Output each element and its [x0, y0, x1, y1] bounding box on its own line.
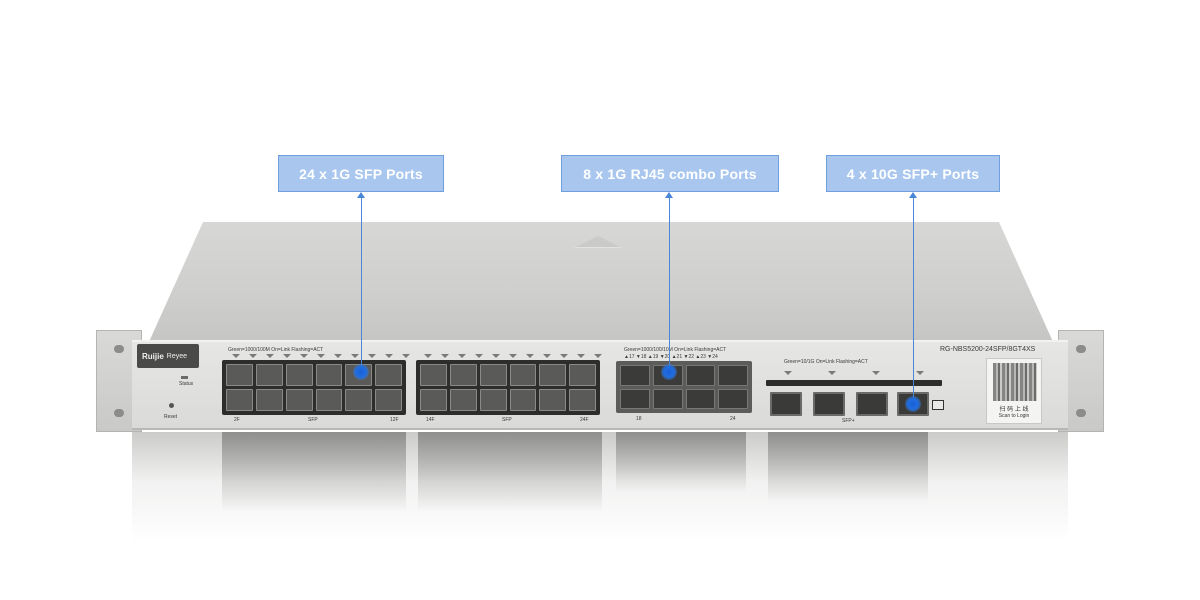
sfpplus-led-row [784, 371, 924, 375]
sfp-hotspot[interactable] [353, 364, 369, 380]
rj45-combo-ports [616, 361, 752, 413]
sfp-port[interactable] [375, 364, 402, 386]
sfp-port[interactable] [226, 389, 253, 411]
sfpplus-group-label: SFP+ [842, 418, 855, 424]
sfp-port[interactable] [509, 389, 537, 411]
sfp-group2-end-label: 24F [580, 417, 589, 423]
sfp-port[interactable] [479, 364, 507, 386]
brand-logo: Ruijie Reyee [137, 344, 199, 368]
sfp-port[interactable] [569, 389, 596, 411]
sfp-port[interactable] [449, 364, 477, 386]
rj45-port[interactable] [685, 388, 716, 409]
sfpplus-led-legend: Green=10/1G On=Link Flashing=ACT [784, 359, 868, 365]
sfpplus-hotspot[interactable] [905, 396, 921, 412]
qr-text-cn: 扫 码 上 线 [999, 407, 1029, 413]
sfp-port[interactable] [315, 364, 343, 386]
sfp-group1-start-label: 2F [234, 417, 240, 423]
sfp-port[interactable] [375, 389, 402, 411]
sfp-port[interactable] [479, 389, 507, 411]
sfp-plus-10g-ports-callout: 4 x 10G SFP+ Ports [826, 155, 1000, 192]
sfp-port[interactable] [539, 364, 567, 386]
sfp-leader-line [361, 196, 362, 370]
sfp-port[interactable] [285, 389, 313, 411]
rj45-port[interactable] [652, 388, 683, 409]
sfpplus-leader-line [913, 196, 914, 398]
sfp-group1-end-label: 12F [390, 417, 399, 423]
sfpplus-port[interactable] [770, 392, 802, 416]
rj45-port[interactable] [620, 388, 650, 409]
qr-code-icon [993, 363, 1037, 401]
sfp-port[interactable] [420, 364, 447, 386]
sfp-group2-label: SFP [502, 417, 512, 423]
reset-button[interactable] [169, 403, 174, 408]
sfp-port[interactable] [345, 389, 373, 411]
sfpplus-arrowhead-icon [909, 192, 917, 198]
sfp-port[interactable] [285, 364, 313, 386]
rj45-port[interactable] [685, 365, 716, 386]
rj45-port[interactable] [620, 365, 650, 386]
sfp-arrowhead-icon [357, 192, 365, 198]
combo-hotspot[interactable] [661, 364, 677, 380]
status-label: Status [179, 381, 194, 387]
combo-led-legend: Green=1000/100/10M On=Link Flashing=ACT [624, 347, 727, 353]
qr-text-en: Scan to Login [998, 413, 1030, 419]
combo-leader-line [669, 196, 670, 370]
rj45-combo-ports-callout: 8 x 1G RJ45 combo Ports [561, 155, 779, 192]
sfp-ports-group-2 [416, 360, 600, 415]
combo-port-led-labels: ▲17 ▼18 ▲19 ▼20 ▲21 ▼22 ▲23 ▼24 [624, 354, 718, 360]
sfp-port[interactable] [539, 389, 567, 411]
console-port[interactable] [932, 400, 944, 410]
combo-port-end-label: 24 [730, 416, 736, 422]
model-number: RG-NBS5200-24SFP/8GT4XS [940, 346, 1036, 353]
sfpplus-led-bar [766, 380, 942, 386]
brand-name: Ruijie [142, 351, 164, 361]
sfp-1g-ports-callout: 24 x 1G SFP Ports [278, 155, 444, 192]
switch-reflection [132, 432, 1068, 542]
reset-label: Reset [164, 414, 178, 420]
combo-port-start-label: 18 [636, 416, 642, 422]
status-led [181, 376, 188, 379]
sfp-port[interactable] [255, 389, 283, 411]
sfp-port[interactable] [509, 364, 537, 386]
sfp-group2-start-label: 14F [426, 417, 435, 423]
sfpplus-port[interactable] [856, 392, 888, 416]
rj45-port[interactable] [718, 365, 748, 386]
sfp-ports-group-1 [222, 360, 406, 415]
sfpplus-port[interactable] [813, 392, 845, 416]
rj45-port[interactable] [718, 388, 748, 409]
sfp-led-row-1 [232, 354, 410, 358]
combo-arrowhead-icon [665, 192, 673, 198]
sfp-led-legend: Green=1000/100M On=Link Flashing=ACT [228, 347, 324, 353]
sfp-port[interactable] [449, 389, 477, 411]
sfp-port[interactable] [226, 364, 253, 386]
sfp-group1-label: SFP [308, 417, 318, 423]
sfp-port[interactable] [315, 389, 343, 411]
qr-code-label: 扫 码 上 线 Scan to Login [986, 358, 1042, 424]
sfp-port[interactable] [255, 364, 283, 386]
sfp-port[interactable] [569, 364, 596, 386]
sfp-led-row-2 [424, 354, 602, 358]
sub-brand-name: Reyee [166, 352, 188, 360]
sfp-port[interactable] [420, 389, 447, 411]
